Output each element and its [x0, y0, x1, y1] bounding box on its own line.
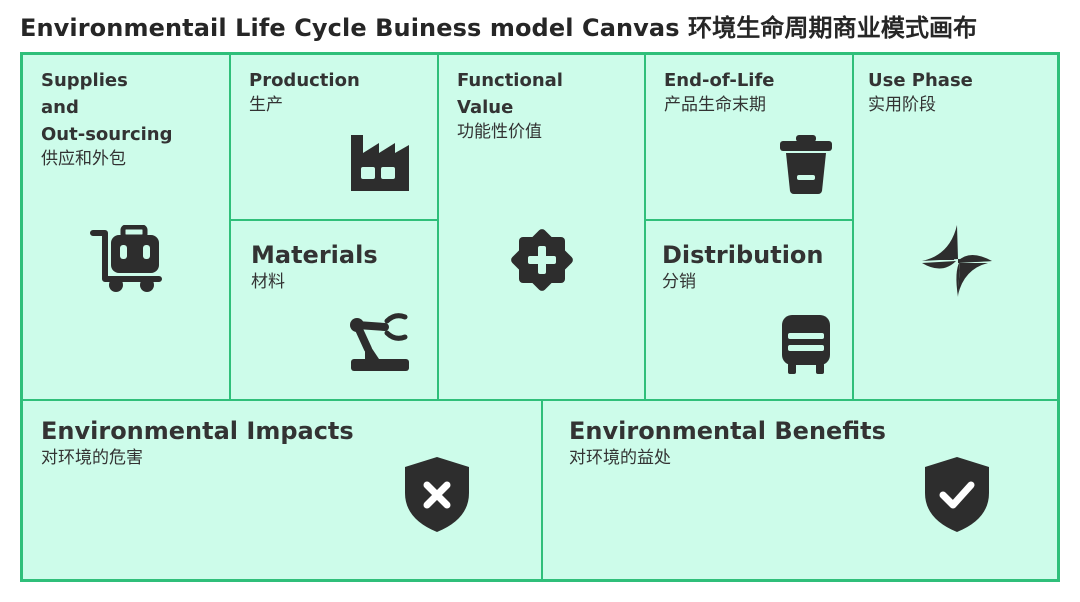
supplies-subtitle: 供应和外包: [41, 149, 126, 169]
luggage-cart-icon: [89, 225, 165, 295]
cell-end-of-life: End-of-Life 产品生命末期: [645, 54, 853, 220]
factory-icon: [349, 131, 411, 193]
benefits-title: Environmental Benefits: [569, 417, 886, 445]
robotic-arm-icon: [347, 313, 413, 373]
use-phase-title: Use Phase: [868, 70, 973, 91]
distribution-subtitle: 分销: [662, 272, 696, 292]
cell-production: Production 生产: [230, 54, 438, 220]
use-phase-subtitle: 实用阶段: [868, 95, 936, 115]
plus-badge-icon: [505, 223, 579, 297]
cell-distribution: Distribution 分销: [645, 220, 853, 400]
supplies-title: Supplies and Out-sourcing: [41, 70, 173, 145]
functional-value-title: Functional Value: [457, 70, 563, 118]
distribution-title: Distribution: [662, 241, 824, 269]
shield-x-icon: [403, 455, 471, 533]
end-of-life-subtitle: 产品生命末期: [664, 95, 766, 115]
production-subtitle: 生产: [249, 95, 283, 115]
cell-functional-value: Functional Value 功能性价值: [438, 54, 645, 400]
end-of-life-title: End-of-Life: [664, 70, 775, 91]
bus-icon: [780, 313, 832, 375]
page-title: Environmentail Life Cycle Buiness model …: [20, 14, 978, 42]
cell-supplies: Supplies and Out-sourcing 供应和外包: [22, 54, 230, 400]
cell-environmental-impacts: Environmental Impacts 对环境的危害: [22, 400, 542, 580]
materials-subtitle: 材料: [251, 272, 285, 292]
impacts-subtitle: 对环境的危害: [41, 448, 143, 468]
cell-use-phase: Use Phase 实用阶段: [853, 54, 1058, 400]
production-title: Production: [249, 70, 360, 91]
cell-materials: Materials 材料: [230, 220, 438, 400]
impacts-title: Environmental Impacts: [41, 417, 354, 445]
sparkle-star-icon: [920, 223, 994, 299]
benefits-subtitle: 对环境的益处: [569, 448, 671, 468]
trash-bin-icon: [778, 133, 834, 195]
cell-environmental-benefits: Environmental Benefits 对环境的益处: [542, 400, 1058, 580]
materials-title: Materials: [251, 241, 378, 269]
functional-value-subtitle: 功能性价值: [457, 122, 542, 142]
shield-check-icon: [923, 455, 991, 533]
business-model-canvas: Supplies and Out-sourcing 供应和外包 Producti…: [20, 52, 1060, 582]
